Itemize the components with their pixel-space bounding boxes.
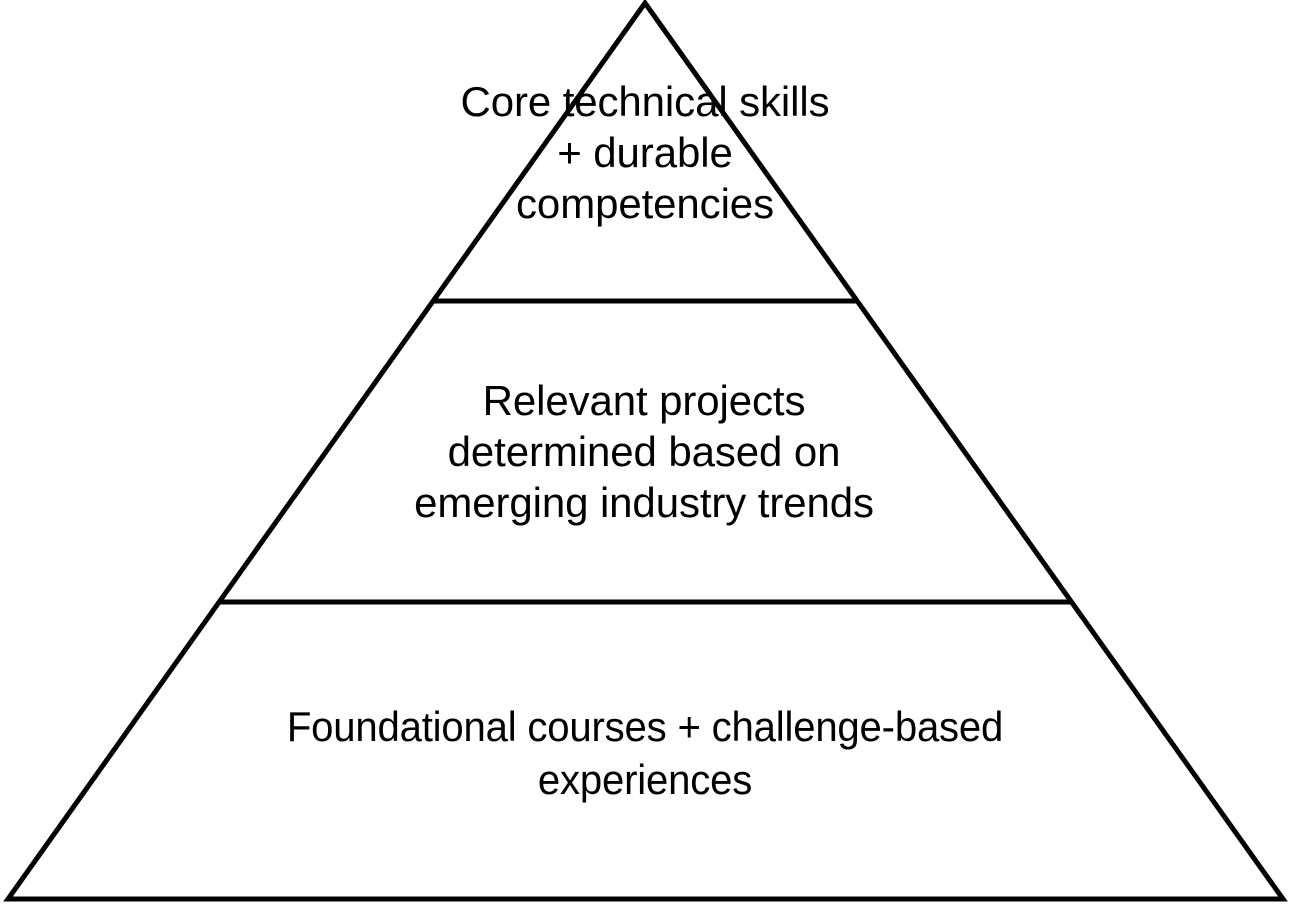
pyramid-triangle-outline [3, 0, 1288, 902]
